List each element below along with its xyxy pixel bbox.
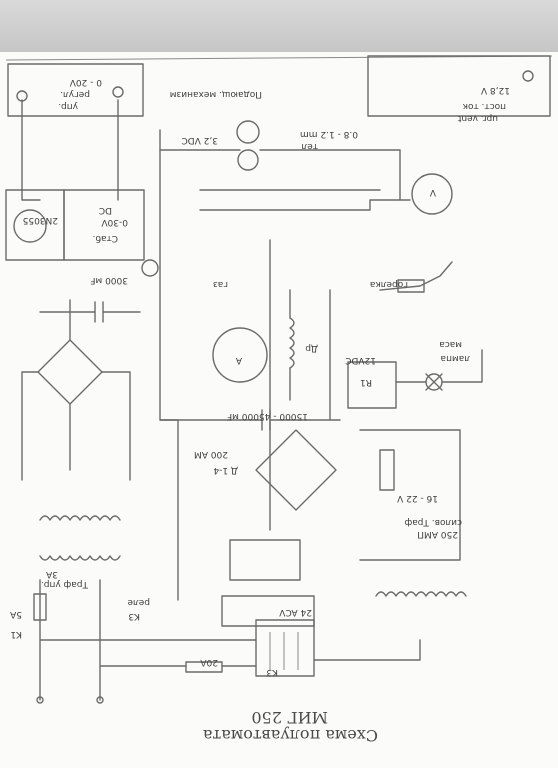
choke-inductor-icon <box>289 317 295 369</box>
transformer-winding-icon <box>39 555 121 561</box>
supply-note-label: пост. ток <box>462 101 506 111</box>
secondary-voltage-label: 16 - 22 V <box>396 493 438 503</box>
wire <box>199 199 411 211</box>
bridge-rectifier-icon <box>37 339 103 405</box>
wire-size-label: 0.8 - 1.2 mm <box>300 129 358 139</box>
transistor-icon <box>13 209 47 243</box>
capacitor-label: 3000 мF <box>90 275 128 285</box>
dc-regulator-note: Стаб. <box>93 233 118 243</box>
fuse-20a-label: 20A <box>200 657 218 667</box>
dc-regulator-range: 0-30V <box>101 217 128 227</box>
diode-label: Д 1-4 <box>213 465 238 475</box>
supply-terminal-box <box>367 55 551 117</box>
terminal-icon <box>112 86 124 98</box>
wire <box>21 299 131 481</box>
relay-k3-label: реле <box>127 597 150 607</box>
output-terminal-box <box>7 63 144 117</box>
feed-roller-icon <box>237 149 259 171</box>
fuse-20a-icon <box>185 661 223 673</box>
capacitor-bank-icon <box>159 409 341 431</box>
relay-r1-box <box>347 361 397 409</box>
dc-regulator-box <box>63 189 145 261</box>
torch-handle-icon <box>397 279 425 293</box>
relay-k3-id: K3 <box>128 611 140 621</box>
power-transformer-label: силов. Траф <box>404 517 462 527</box>
capacitor-icon <box>39 301 141 323</box>
resistor-icon <box>379 449 395 491</box>
feed-motor-icon <box>236 120 260 144</box>
terminal-icon <box>522 70 534 82</box>
scanner-border <box>0 0 558 52</box>
wire <box>159 129 179 601</box>
voltmeter-label: V <box>429 187 436 197</box>
torch-label: горелка <box>370 279 408 289</box>
ammeter-label: A <box>235 355 242 365</box>
control-voltage-label: 24 ACV <box>278 607 312 617</box>
capacitor-bank-label: 15000 - 45000 мF <box>227 411 308 421</box>
mass-label: маса <box>439 339 462 349</box>
supply-voltage-label: 12,8 V <box>480 85 510 95</box>
output-control-label: регул. <box>60 89 90 99</box>
welding-torch-icon <box>379 261 453 291</box>
ammeter-icon <box>212 327 268 383</box>
wire <box>395 349 483 383</box>
plug-pin-icon <box>36 696 44 704</box>
diode-rating-label: 200 AM <box>194 449 228 459</box>
potentiometer-icon <box>141 259 159 277</box>
control-transformer-box <box>221 595 315 627</box>
gas-label: газ <box>213 279 228 289</box>
wire <box>39 579 421 701</box>
contactor-poles-icon <box>269 632 299 670</box>
wire <box>359 429 461 561</box>
dc-regulator-label: DC <box>99 205 112 215</box>
transistor-label: 2N3055 <box>23 215 58 225</box>
relay-label: R1 <box>360 377 372 387</box>
voltmeter-icon <box>411 173 453 215</box>
output-voltage-label: 0 - 20V <box>69 77 102 87</box>
fuse-3a-label: 3A <box>45 569 58 579</box>
wire <box>21 99 41 201</box>
wire <box>259 149 401 201</box>
control-transformer-label: Траф упр. <box>41 579 89 589</box>
transformer-winding-icon <box>39 515 121 521</box>
contactor-label: K3 <box>266 667 278 677</box>
power-transformer-rating: 250 AMП <box>417 529 458 539</box>
fuse-5a-label: 5A <box>9 609 22 619</box>
schematic-subtitle: МИГ 250 <box>251 708 328 727</box>
plug-pin-icon <box>96 696 104 704</box>
k1-label: K1 <box>10 629 22 639</box>
relay-voltage-label: 12VDC <box>345 355 376 365</box>
wire-feed-label: Подающ. механизм <box>170 89 262 99</box>
main-bridge-rectifier-icon <box>255 429 337 511</box>
control-rectifier-box <box>229 539 301 581</box>
feed-motor-voltage: 3,2 VDC <box>181 135 218 145</box>
wire <box>269 239 331 531</box>
contactor-k3-box <box>255 619 315 677</box>
supply-note-label-2: upr. vent <box>457 113 498 123</box>
notebook-paper <box>0 52 558 768</box>
tip-label: тел <box>301 141 318 151</box>
lamp-cross-icon <box>425 373 443 391</box>
lamp-label: лампа <box>441 353 470 363</box>
schematic-title: Схема полуавтомата <box>202 726 378 745</box>
output-control-label-2: упр. <box>58 101 78 111</box>
transformer-winding-icon <box>375 591 467 597</box>
choke-label: Др <box>305 343 318 353</box>
